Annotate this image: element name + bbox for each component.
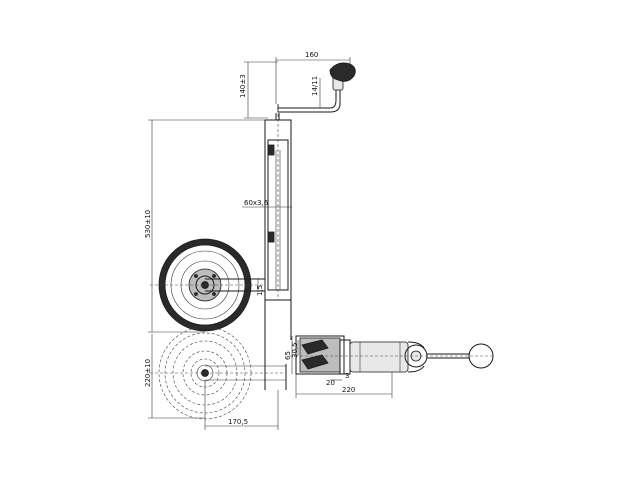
dim-bottom-width-label: 170,5	[228, 418, 248, 426]
dimension-top-width: 160	[275, 51, 351, 104]
dim-side-offset-b-label: 3	[345, 372, 349, 380]
dim-side-offset-a-label: 20	[326, 379, 335, 387]
wheel-deployed	[150, 238, 265, 332]
dimension-bottom-width: 170,5	[204, 380, 279, 430]
dim-side-height-label: 65	[284, 351, 292, 360]
dimension-side-height: 65	[284, 336, 293, 374]
dim-total-height-label: 530±10	[144, 210, 152, 238]
dimension-stowed-height: 220±10	[144, 334, 205, 419]
dim-side-small-label: 30,5	[291, 342, 299, 358]
dim-top-width-label: 160	[305, 51, 318, 59]
dim-handle-label: 14/11	[311, 76, 319, 96]
dimension-total-height: 530±10	[144, 119, 265, 333]
dimension-side-length: 220	[295, 372, 393, 398]
dim-small-offset-label: 1,5	[256, 285, 264, 296]
dimension-tube-dia: 60x3,6	[242, 199, 292, 208]
dim-crank-height-label: 140±3	[239, 74, 247, 98]
dimension-side-offset: 20 3	[326, 372, 349, 387]
jockey-tube	[264, 104, 292, 340]
crank-handle	[275, 62, 356, 120]
dimension-small-offset: 1,5	[256, 278, 264, 296]
dimension-handle: 14/11	[311, 76, 321, 108]
dim-side-length-label: 220	[342, 386, 355, 394]
dimension-crank-height: 140±3	[239, 61, 278, 119]
dim-tube-dia-label: 60x3,6	[244, 199, 269, 207]
dimension-side-small: 30,5	[291, 340, 299, 358]
side-view	[290, 335, 495, 375]
dim-stowed-height-label: 220±10	[144, 359, 152, 387]
wheel-stowed	[150, 326, 287, 420]
